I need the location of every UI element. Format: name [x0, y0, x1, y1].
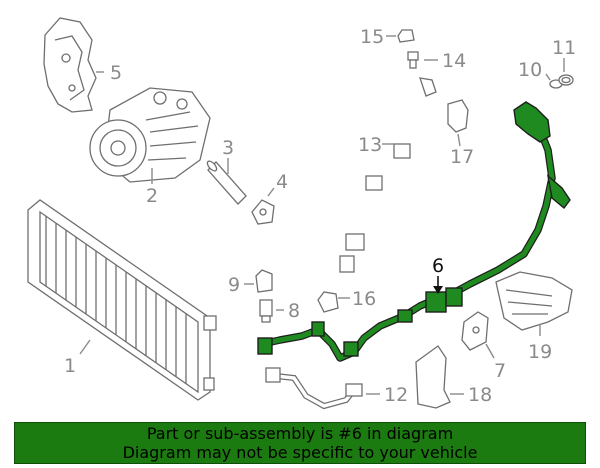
- callout-8: 8: [288, 300, 300, 322]
- part-7-bracket[interactable]: [461, 311, 489, 351]
- callout-15: 15: [360, 26, 384, 48]
- part-17-bracket[interactable]: [447, 99, 469, 133]
- part-15-cap[interactable]: [397, 29, 415, 43]
- callout-12: 12: [384, 384, 408, 406]
- callout-3: 3: [222, 137, 234, 159]
- part-5-bracket[interactable]: [43, 17, 97, 113]
- notice-line-2: Diagram may not be specific to your vehi…: [122, 443, 478, 462]
- callout-5: 5: [110, 62, 122, 84]
- part-4-cap[interactable]: [251, 199, 275, 225]
- callout-6-arrowhead: [433, 286, 443, 294]
- callout-7: 7: [494, 360, 506, 382]
- notice-line-1: Part or sub-assembly is #6 in diagram: [146, 424, 454, 443]
- callout-6: 6: [432, 255, 444, 277]
- part-6-pressure-line-highlighted[interactable]: [257, 101, 571, 362]
- part-9-sensor[interactable]: [255, 269, 273, 293]
- callout-18: 18: [468, 384, 492, 406]
- callout-4: 4: [276, 171, 288, 193]
- part-2-compressor[interactable]: [89, 87, 211, 183]
- part-11-o-ring[interactable]: [558, 74, 574, 86]
- callout-1: 1: [64, 355, 76, 377]
- part-1-condenser[interactable]: [27, 199, 217, 401]
- notice-banner: Part or sub-assembly is #6 in diagram Di…: [14, 422, 586, 464]
- callout-14: 14: [442, 50, 466, 72]
- callout-13: 13: [358, 134, 382, 156]
- callout-17: 17: [450, 146, 474, 168]
- part-14-valve[interactable]: [407, 51, 419, 69]
- part-12-line[interactable]: [265, 367, 363, 410]
- part-19-heat-shield[interactable]: [495, 271, 573, 331]
- callout-10: 10: [518, 59, 542, 81]
- part-3-filter[interactable]: [206, 160, 247, 205]
- part-16-cap[interactable]: [317, 291, 339, 313]
- callout-11: 11: [552, 37, 576, 59]
- callout-2: 2: [146, 185, 158, 207]
- callout-19: 19: [528, 341, 552, 363]
- part-18-bracket[interactable]: [415, 345, 451, 409]
- part-8-valve[interactable]: [259, 299, 273, 323]
- part-13-suction-hose[interactable]: [304, 77, 437, 274]
- callout-9: 9: [228, 274, 240, 296]
- callout-16: 16: [352, 288, 376, 310]
